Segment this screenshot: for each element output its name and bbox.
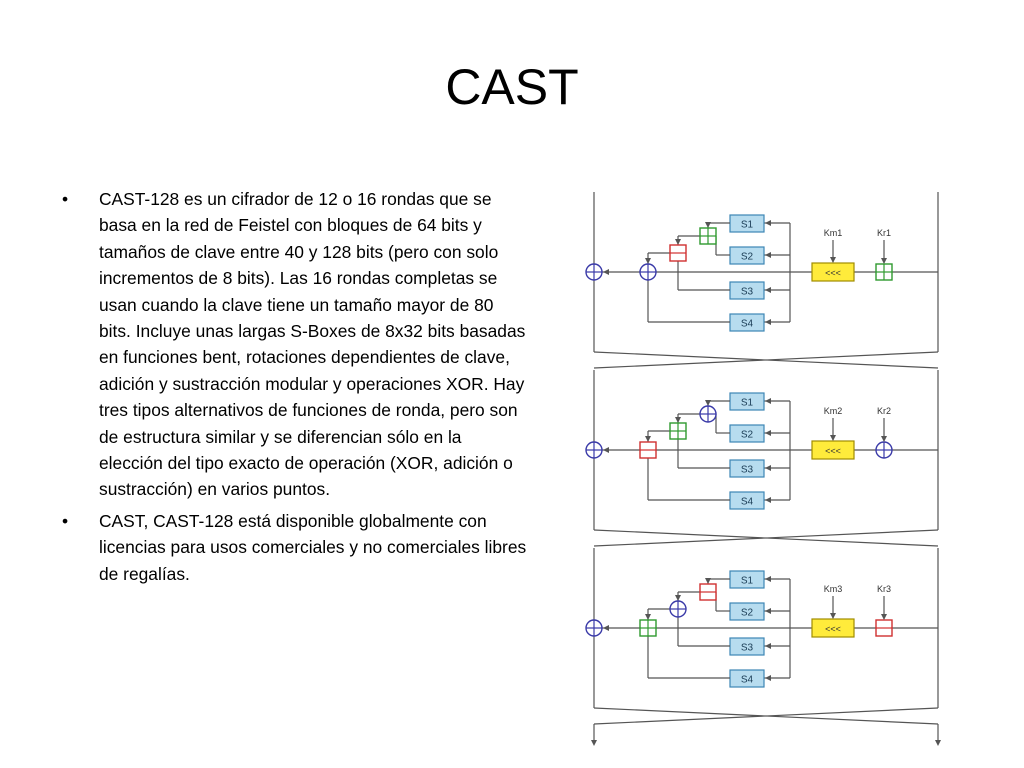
arrow-head [705, 222, 711, 228]
kr-key-label: Kr3 [877, 584, 891, 594]
arrow-head [675, 417, 681, 423]
arrow-head [645, 436, 651, 442]
sbox-label: S3 [741, 465, 754, 476]
sbox-label: S2 [741, 430, 754, 441]
sbox-label: S4 [741, 497, 754, 508]
arrow-head [881, 258, 887, 264]
sbox-label: S2 [741, 252, 754, 263]
arrow-head [881, 436, 887, 442]
sbox-label: S4 [741, 675, 754, 686]
crossover-line [593, 529, 939, 547]
bullet-text: CAST, CAST-128 está disponible globalmen… [99, 510, 527, 584]
crossover-line [593, 351, 939, 369]
slide-title: CAST [445, 59, 579, 115]
bullet-marker: • [62, 510, 69, 531]
arrow-head [881, 614, 887, 620]
sbox-label: S4 [741, 319, 754, 330]
sbox-label: S1 [741, 398, 754, 409]
arrow-head [603, 447, 609, 453]
arrow-head [705, 400, 711, 406]
arrow-head [830, 613, 836, 619]
sbox-label: S3 [741, 643, 754, 654]
arrow-head [765, 465, 771, 471]
output-arrow [591, 740, 597, 746]
arrow-head [603, 625, 609, 631]
sbox-label: S2 [741, 608, 754, 619]
sbox-label: S3 [741, 287, 754, 298]
kr-key-label: Kr1 [877, 228, 891, 238]
arrow-head [675, 595, 681, 601]
arrow-head [765, 643, 771, 649]
arrow-head [675, 239, 681, 245]
arrow-head [830, 257, 836, 263]
output-arrow [935, 740, 941, 746]
bullet-list: • CAST-128 es un cifrador de 12 o 16 ron… [62, 186, 530, 592]
bullet-text: CAST-128 es un cifrador de 12 o 16 ronda… [99, 189, 526, 500]
arrow-head [765, 398, 771, 404]
km-key-label: Km1 [824, 228, 843, 238]
bullet-item: • CAST, CAST-128 está disponible globalm… [62, 508, 530, 587]
arrow-head [765, 319, 771, 325]
rotate-label: <<< [825, 446, 841, 456]
arrow-head [765, 497, 771, 503]
arrow-head [603, 269, 609, 275]
arrow-head [830, 435, 836, 441]
arrow-head [765, 576, 771, 582]
km-key-label: Km2 [824, 406, 843, 416]
rotate-label: <<< [825, 268, 841, 278]
arrow-head [765, 608, 771, 614]
arrow-head [765, 220, 771, 226]
arrow-head [765, 675, 771, 681]
arrow-head [765, 287, 771, 293]
sbox-label: S1 [741, 220, 754, 231]
arrow-head [645, 614, 651, 620]
arrow-head [765, 252, 771, 258]
arrow-head [705, 578, 711, 584]
bullet-marker: • [62, 189, 69, 209]
arrow-head [765, 430, 771, 436]
arrow-head [645, 258, 651, 264]
kr-key-label: Kr2 [877, 406, 891, 416]
crossover-line [593, 707, 939, 725]
bullet-item: • CAST-128 es un cifrador de 12 o 16 ron… [62, 186, 530, 503]
rotate-label: <<< [825, 624, 841, 634]
sbox-label: S1 [741, 576, 754, 587]
km-key-label: Km3 [824, 584, 843, 594]
